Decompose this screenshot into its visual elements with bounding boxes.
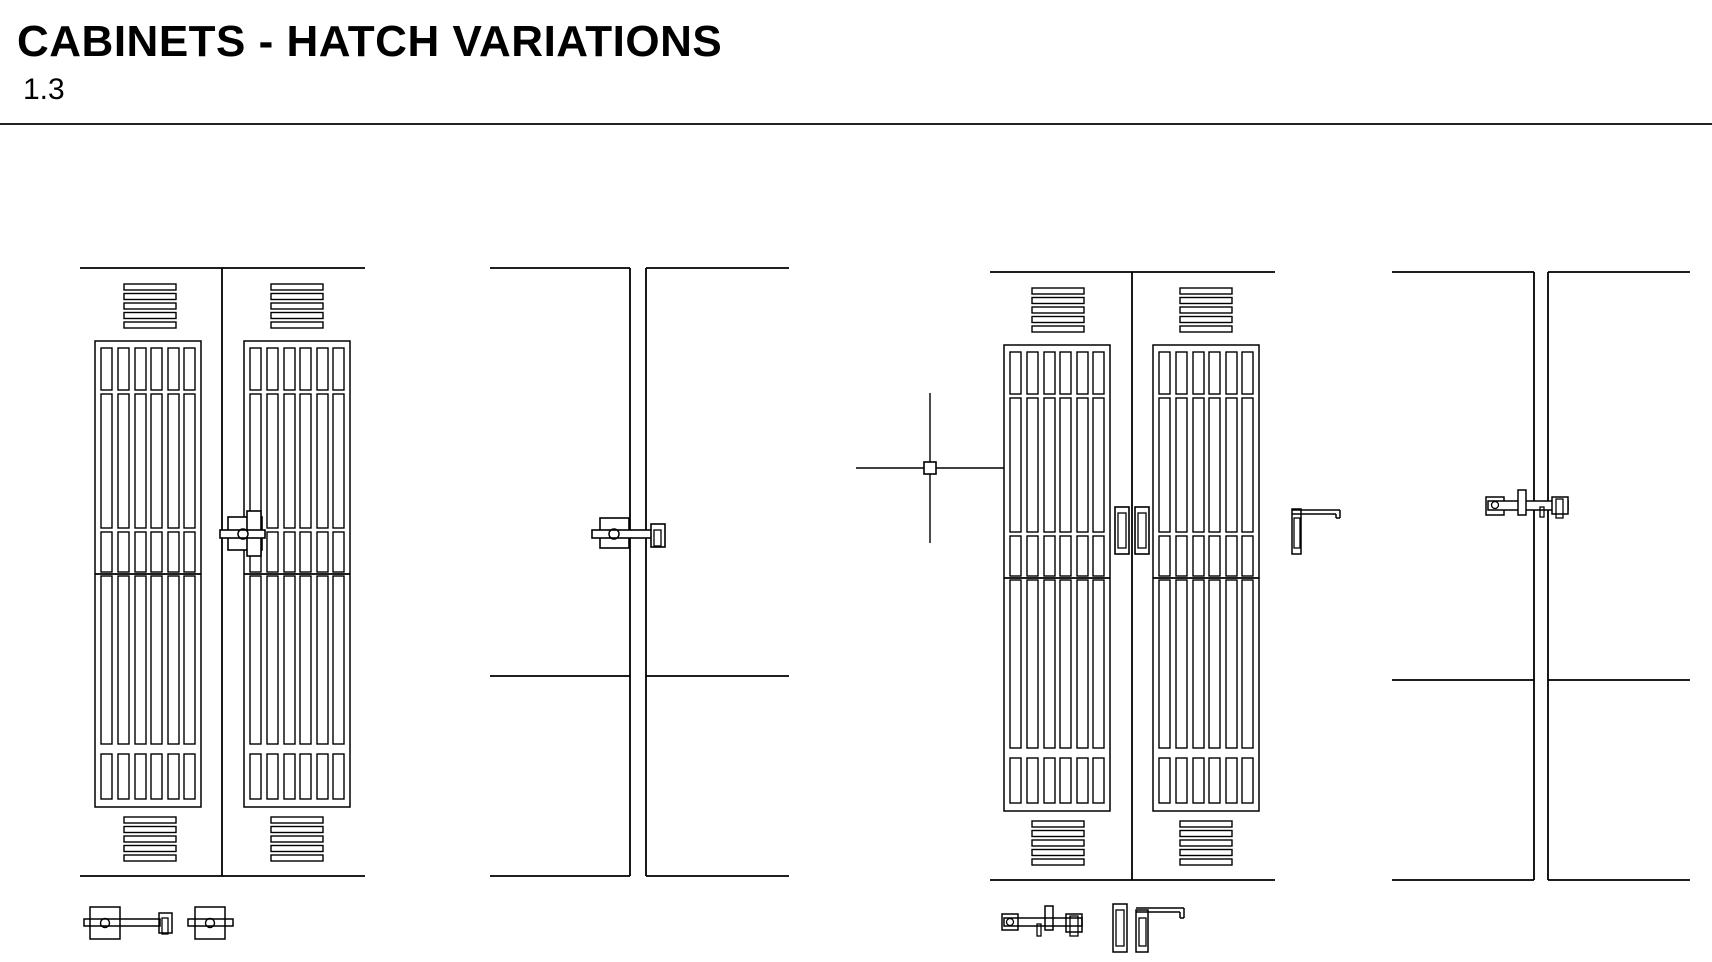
header-divider <box>0 123 1712 125</box>
vent-louvres <box>270 816 324 862</box>
grille-panel <box>243 340 351 808</box>
hasp-latch-icon <box>219 510 266 557</box>
grille-panel <box>1003 344 1111 812</box>
vent-louvres <box>1179 287 1233 333</box>
handle-pull-icon <box>1114 506 1150 555</box>
page-title: CABINETS - HATCH VARIATIONS <box>17 17 723 66</box>
hasp-detail-icon <box>83 906 234 940</box>
hasp-latch-icon <box>591 517 666 549</box>
cabinet-grille-doors-left <box>80 267 365 940</box>
vent-louvres <box>123 816 177 862</box>
vent-louvres <box>270 283 324 329</box>
hinge-detail-icon <box>1112 903 1185 953</box>
vent-louvres <box>1179 820 1233 866</box>
hinge-bolt-icon <box>1291 508 1341 555</box>
bolt-detail-icon <box>1001 905 1083 937</box>
bolt-latch-icon <box>1485 489 1569 519</box>
vent-louvres <box>1031 287 1085 333</box>
page-subtitle: 1.3 <box>23 73 65 106</box>
cabinet-plain-doors-right <box>1392 271 1690 881</box>
grille-panel <box>94 340 202 808</box>
vent-louvres <box>1031 820 1085 866</box>
vent-louvres <box>123 283 177 329</box>
cabinet-plain-doors-left <box>490 267 789 877</box>
cabinet-grille-doors-right <box>856 271 1341 953</box>
grille-panel <box>1152 344 1260 812</box>
crosshair-cursor-icon <box>856 393 1004 543</box>
